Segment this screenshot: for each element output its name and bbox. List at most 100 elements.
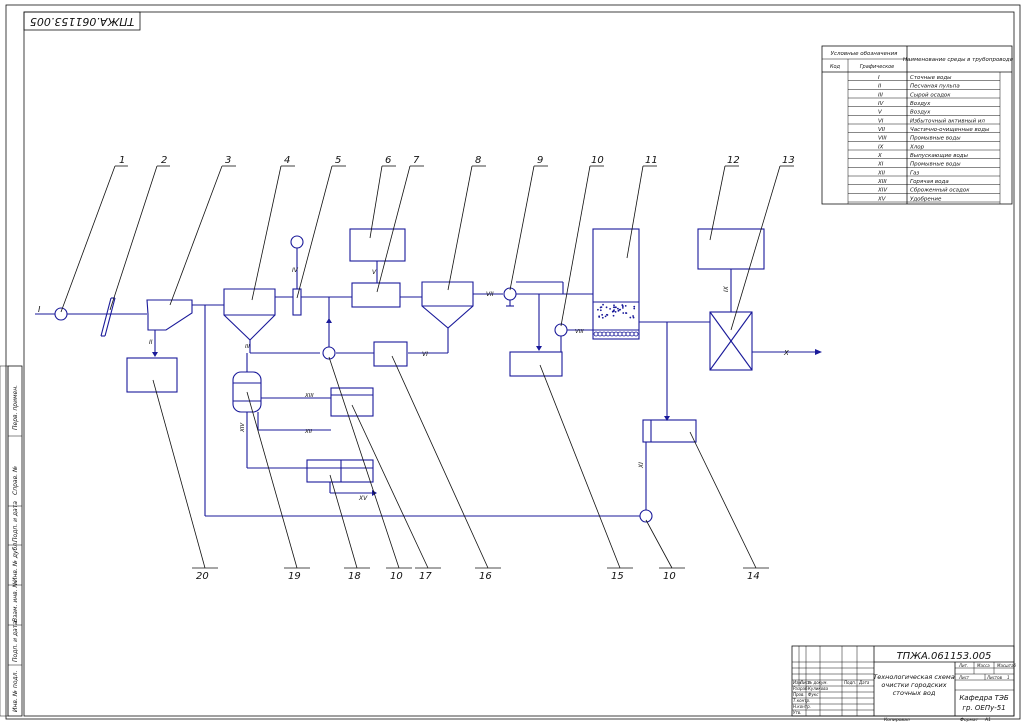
callout-leaders [60,165,794,569]
flow-label-II: II [149,339,153,346]
legend-row-name: Сточные воды [910,75,952,81]
legend-row-code: XV [877,196,887,202]
format-value: А1 [984,717,991,723]
callout-12: 12 [727,155,740,166]
legend-row-code: II [878,84,882,90]
sheets-count: 1 [1007,675,1010,680]
callout-3: 3 [225,155,231,166]
callout-10-b: 10 [663,571,676,582]
sheet-label: Лист [958,675,970,680]
legend-row-name: Воздух [910,110,931,116]
legend-row-code: VI [878,118,884,124]
role-1: Пров. [793,692,805,697]
air-supply-6 [349,228,406,262]
process-diagram: I II III IV V [35,228,822,523]
filter-media [593,303,639,337]
legend-row-name: Горячая вода [910,179,949,185]
rev-header-2: № докум. [807,680,828,685]
flow-label-XI: XI [638,462,645,469]
side-stamp-label-1: Справ. № [12,466,19,495]
aeration-reactor-7 [351,282,401,308]
top-code-text: ТПЖА.061153.005 [30,15,134,28]
legend-row-name: Избыточный активный ил [910,118,985,124]
sludge-pump-16 [373,341,408,367]
chlorinator-12 [697,228,765,270]
side-stamp-label-4: Взам. инв. № [12,581,19,622]
doc-code: ТПЖА.061153.005 [897,651,992,662]
flow-label-VI: VI [422,351,428,358]
drawing-frame [5,4,1021,720]
legend-row-name: Удобрение [910,196,942,202]
legend-table: Условные обозначения Наименование среды … [821,45,1014,205]
legend-header-right: Наименование среды в трубопроводе [903,57,1014,63]
flow-label-I-in: I [38,305,41,314]
legend-row-code: XI [877,162,884,168]
stage-label: Лит. [958,663,968,668]
legend-row-name: Воздух [910,101,931,107]
aerotank-5 [292,288,302,316]
sand-trap-3 [146,299,193,331]
callout-1: 1 [119,155,125,166]
legend-row-name: Выпускающие воды [910,153,969,159]
flow-label-XIII: XIII [304,393,314,399]
flow-label-III-a: III [245,344,250,350]
callout-20: 20 [196,571,209,582]
copied-label: Копировал [884,717,910,723]
legend-row-code: XIII [877,179,887,185]
format-label: Формат [960,717,979,723]
sheets-label: Листов [986,675,1003,680]
role-4: Утв. [793,710,801,715]
side-stamp-label-2: Подп. и дата [12,501,19,542]
scale-label: Масштаб [997,663,1017,668]
legend-row-code: XIV [877,188,888,194]
callout-8: 8 [475,155,481,166]
legend-row-name: Сброженный осадок [910,188,970,194]
legend-row-code: IX [878,144,884,150]
legend-col-code: Код [830,64,841,70]
callout-15: 15 [611,571,624,582]
screen-2 [100,297,112,337]
legend-row-code: XII [877,170,885,176]
wash-water-tank-15 [509,351,563,377]
rev-header-0: Изм. [793,680,802,685]
flow-label-VII: VII [486,291,494,298]
callout-11: 11 [645,155,658,166]
legend-row-code: VIII [878,136,887,142]
flow-label-XIV: XIV [240,422,246,433]
callout-17: 17 [419,571,432,582]
group: гр. ОЕПу-51 [962,704,1005,712]
legend-col-graphic: Графическое [860,64,894,70]
callout-19: 19 [288,571,301,582]
legend-row-name: Промывные воды [910,162,961,168]
legend-header-left: Условные обозначения [831,51,898,57]
callout-7: 7 [413,155,420,166]
flow-label-VIII: VIII [575,329,584,335]
callout-9: 9 [537,155,543,166]
sand-bed-20 [126,357,178,393]
doc-title-line-1: Технологическая схема [873,673,954,681]
doc-title-line-3: сточных вод [893,689,936,697]
side-stamp-label-6: Инв. № подл. [12,671,19,712]
sand-filter-11 [592,228,640,340]
flow-label-IX: IX [723,285,730,292]
side-stamp-label-0: Перв. примен. [12,385,19,430]
callout-5: 5 [335,155,341,166]
callout-18: 18 [348,571,361,582]
name-0: Куликова [808,686,829,691]
callout-16: 16 [479,571,492,582]
callout-10-top: 10 [591,155,604,166]
role-0: Разраб. [793,686,809,691]
contact-tank-13 [709,311,753,371]
callout-numbers: 1 2 3 4 5 6 7 8 9 10 11 12 13 20 19 18 1… [119,155,795,582]
wash-tank-14 [642,419,697,443]
pump-10-mixer [322,346,336,360]
department: Кафедра ТЭБ [959,694,1009,702]
top-code-stamp: ТПЖА.061153.005 [23,11,141,31]
flow-label-XII: XII [304,429,312,435]
callout-4: 4 [284,155,290,166]
side-stamp-label-3: Инв. № дубл. [12,541,19,582]
legend-row-code: III [878,92,883,98]
callout-14: 14 [747,571,760,582]
doc-title-line-2: очистки городских [881,681,946,689]
role-2: Т.контр. [793,698,810,703]
